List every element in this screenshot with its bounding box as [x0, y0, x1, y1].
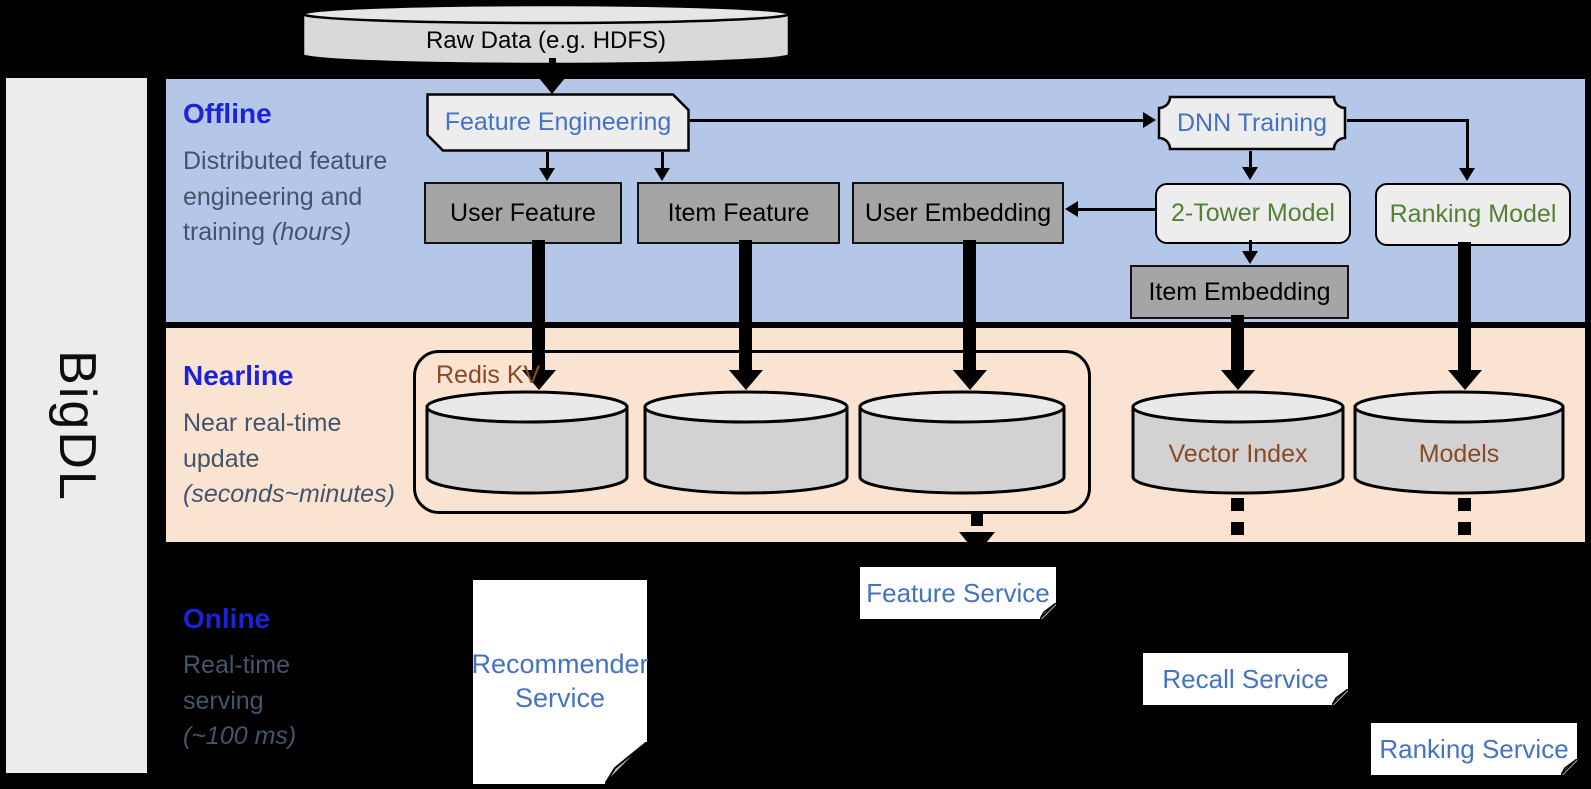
online-description: Real-time serving (~100 ms)	[183, 651, 297, 750]
arrow-dnn-to-ranking-vline	[1466, 119, 1469, 170]
node-ranking-service: Ranking Service	[1371, 723, 1577, 775]
arrow-fe-to-dnn-head	[1143, 112, 1156, 128]
node-recommender-service: Recommender Service	[471, 580, 649, 784]
dashed-arrow-redis-to-featureservice-dash	[971, 512, 983, 526]
dashed-connector-models-2	[1458, 522, 1471, 535]
feature-service-label: Feature Service	[866, 577, 1050, 608]
arrow-twotower-to-userembedding-line	[1078, 208, 1155, 211]
node-two-tower-model: 2-Tower Model	[1155, 183, 1351, 244]
arrow-dnn-to-twotower-head	[1242, 167, 1258, 180]
page-fold-icon	[1332, 689, 1348, 705]
arrow-rankingmodel-to-models-head	[1448, 370, 1482, 390]
arrow-userembedding-to-redis-line	[963, 240, 976, 372]
arrow-rawdata-to-fe-line	[549, 58, 556, 80]
raw-data-label: Raw Data (e.g. HDFS)	[425, 27, 667, 54]
arrow-itemembedding-to-vectorindex-line	[1231, 315, 1244, 372]
arrow-userembedding-to-redis-head	[953, 370, 987, 390]
arrow-fe-to-userfeature-head	[539, 168, 555, 181]
feature-engineering-label: Feature Engineering	[444, 108, 672, 136]
card-shape	[860, 567, 1056, 619]
arrow-fe-to-itemfeature-line	[661, 152, 664, 170]
recall-service-label: Recall Service	[1162, 663, 1329, 694]
arrow-fe-to-userfeature-line	[546, 152, 549, 170]
redis-cylinder-3	[857, 390, 1067, 496]
online-title: Online	[183, 603, 271, 634]
offline-description: Distributed feature engineering and trai…	[183, 147, 388, 246]
node-user-embedding: User Embedding	[852, 182, 1064, 244]
dashed-connector-vectorindex-2	[1231, 522, 1244, 535]
cylinder-shape	[643, 390, 849, 495]
recommender-service-label: Recommender Service	[471, 649, 649, 713]
arrow-dnn-to-twotower-line	[1249, 151, 1252, 169]
page-fold-icon	[605, 742, 647, 784]
cylinder-shape	[425, 390, 629, 495]
arrow-userfeature-to-redis-line	[532, 240, 545, 372]
card-shape	[1143, 653, 1348, 705]
brand-label: BigDL	[47, 349, 106, 502]
dnn-training-label: DNN Training	[1176, 108, 1328, 137]
cylinder-shape	[1131, 390, 1345, 495]
arrow-fe-to-itemfeature-head	[654, 168, 670, 181]
card-shape	[1371, 723, 1577, 775]
raw-data-store: Raw Data (e.g. HDFS)	[301, 3, 791, 69]
page-fold-icon	[1561, 759, 1577, 775]
vector-index-label: Vector Index	[1168, 439, 1308, 468]
arrow-dnn-to-ranking-head	[1459, 168, 1475, 181]
offline-title: Offline	[183, 98, 272, 129]
arrow-itemembedding-to-vectorindex-head	[1221, 370, 1255, 390]
node-dnn-training: DNN Training	[1157, 95, 1347, 151]
node-user-feature: User Feature	[424, 182, 622, 244]
page-fold-icon	[1040, 603, 1056, 619]
document-shape	[473, 580, 647, 784]
cylinder-shape	[858, 390, 1066, 495]
nearline-description: Near real-time update (seconds~minutes)	[183, 409, 395, 508]
node-feature-engineering: Feature Engineering	[426, 93, 690, 152]
nearline-title: Nearline	[183, 360, 294, 391]
snip-shape	[426, 93, 690, 152]
arrow-fe-to-dnn-line	[690, 119, 1143, 122]
redis-kv-container: Redis KV	[413, 350, 1091, 514]
node-vector-index: Vector Index	[1130, 390, 1346, 496]
arrow-twotower-to-itemembedding-line	[1249, 240, 1252, 253]
plaque-shape	[1157, 95, 1347, 151]
dashed-connector-models-1	[1458, 498, 1471, 511]
arrow-rankingmodel-to-models-line	[1458, 242, 1471, 372]
models-label: Models	[1418, 439, 1500, 468]
arrow-itemfeature-to-redis-line	[739, 240, 752, 372]
redis-kv-label: Redis KV	[436, 361, 541, 389]
redis-cylinder-1	[424, 390, 630, 496]
arrow-twotower-to-userembedding-head	[1065, 201, 1078, 217]
cylinder-shape	[1353, 390, 1565, 495]
redis-cylinder-2	[642, 390, 850, 496]
arrow-twotower-to-itemembedding-head	[1242, 251, 1258, 264]
sidebar: BigDL	[6, 78, 147, 773]
arrow-itemfeature-to-redis-head	[729, 370, 763, 390]
node-feature-service: Feature Service	[860, 567, 1056, 619]
arrow-dnn-to-ranking-hline	[1347, 119, 1469, 122]
dashed-arrow-redis-to-featureservice-head	[959, 532, 995, 554]
cylinder-shape	[301, 3, 791, 66]
node-item-feature: Item Feature	[637, 182, 840, 244]
arrow-rawdata-to-fe-head	[539, 78, 565, 94]
dashed-connector-vectorindex-1	[1231, 498, 1244, 511]
node-recall-service: Recall Service	[1143, 653, 1348, 705]
arrow-userfeature-to-redis-head	[522, 370, 556, 390]
node-ranking-model: Ranking Model	[1375, 183, 1571, 246]
node-models: Models	[1352, 390, 1566, 496]
ranking-service-label: Ranking Service	[1379, 733, 1569, 764]
node-item-embedding: Item Embedding	[1130, 265, 1349, 319]
